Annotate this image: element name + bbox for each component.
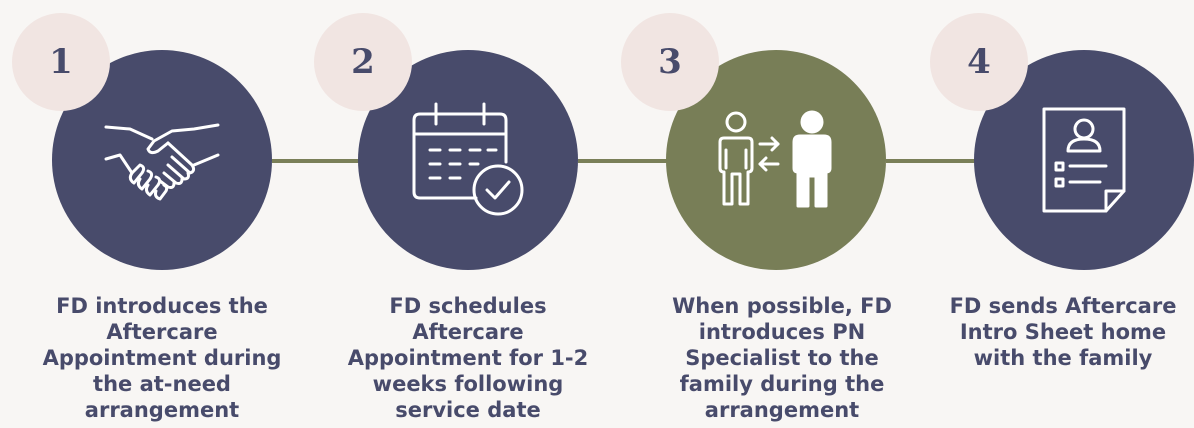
step-1-text: FD introduces the Aftercare Appointment … [42,294,282,422]
step-2-number: 2 [351,42,375,82]
connector-line-3-4 [886,159,978,163]
step-3-number: 3 [658,42,682,82]
step-3-text: When possible, FD introduces PN Speciali… [672,294,892,422]
document-profile-icon [1034,105,1134,215]
person-exchange-icon [716,110,836,210]
calendar-check-icon [408,100,528,220]
step-4-text: FD sends Aftercare Intro Sheet home with… [949,294,1177,370]
step-3-number-badge: 3 [621,13,719,111]
step-4-number-badge: 4 [930,13,1028,111]
step-4-number: 4 [967,42,991,82]
step-2-text: FD schedules Aftercare Appointment for 1… [347,294,589,422]
step-1-number: 1 [49,42,73,82]
handshake-icon [102,115,222,205]
step-3-circle [666,50,886,270]
step-1-number-badge: 1 [12,13,110,111]
step-2-number-badge: 2 [314,13,412,111]
connector-line-2-3 [578,159,670,163]
connector-line-1-2 [272,159,364,163]
